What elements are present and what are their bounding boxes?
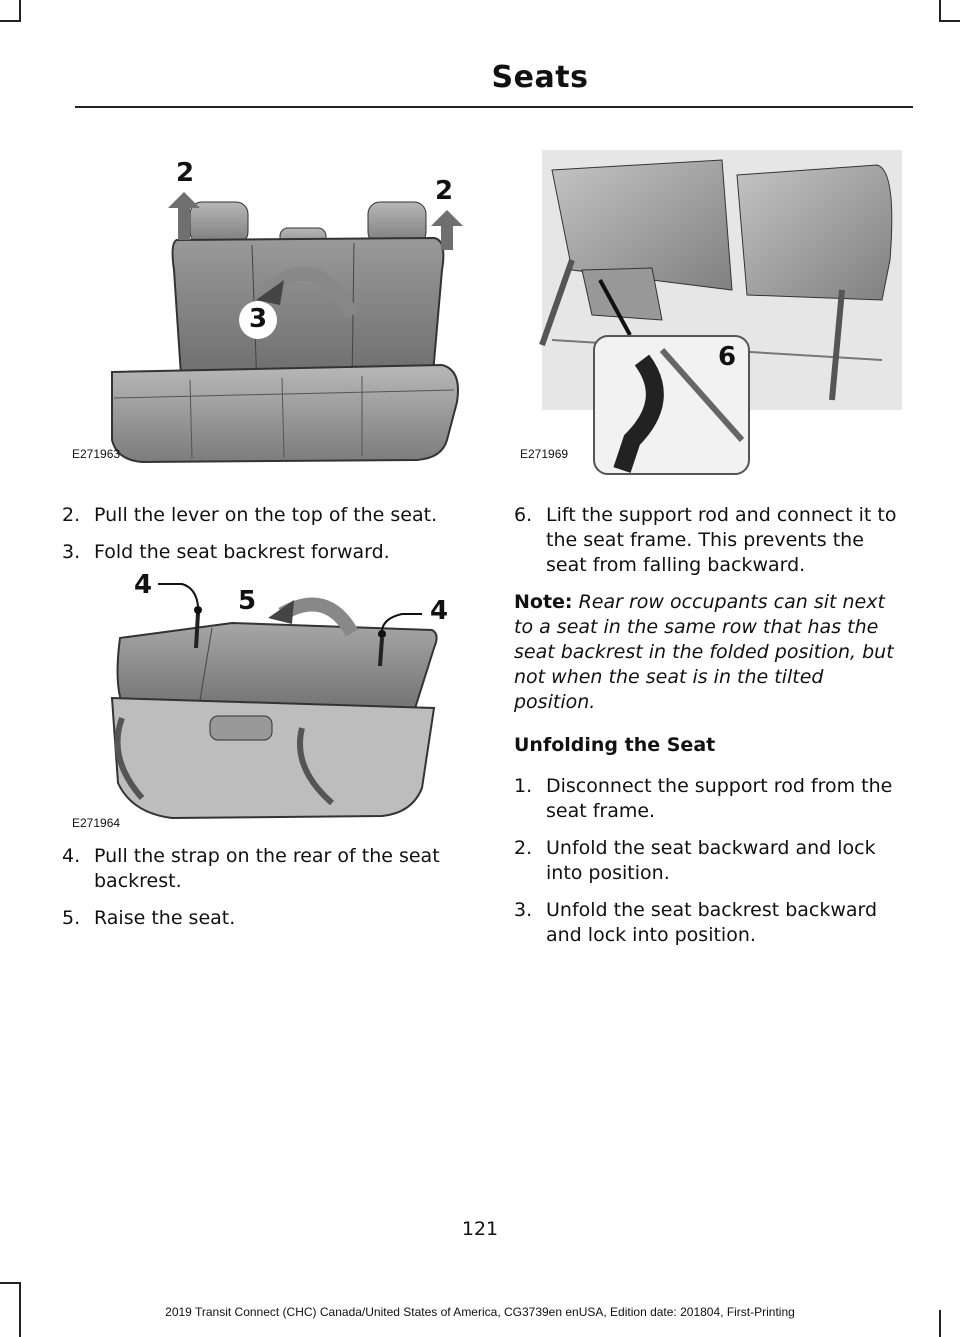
crop-mark [19, 1282, 21, 1337]
step-number: 2. [514, 837, 533, 859]
right-column: 6. Lift the support rod and connect it t… [514, 503, 910, 960]
step-text: Unfold the seat backward and lock into p… [546, 837, 876, 884]
note-paragraph: Note: Rear row occupants can sit next to… [514, 590, 910, 715]
callout-label: 2 [176, 158, 195, 188]
instruction-step: 4. Pull the strap on the rear of the sea… [62, 844, 462, 894]
callout-label: 3 [249, 304, 268, 334]
instruction-step: 2. Pull the lever on the top of the seat… [62, 503, 462, 528]
instruction-step: 2. Unfold the seat backward and lock int… [514, 836, 910, 886]
crop-mark [939, 20, 960, 22]
instruction-step: 3. Unfold the seat backrest backward and… [514, 898, 910, 948]
crop-mark [19, 0, 21, 22]
page-number: 121 [461, 1218, 499, 1240]
crop-mark [939, 0, 941, 22]
step-text: Pull the strap on the rear of the seat b… [94, 845, 440, 892]
step-number: 6. [514, 504, 533, 526]
callout-label: 6 [718, 342, 737, 372]
header-divider [75, 106, 913, 108]
folded-seat-illustration [110, 583, 438, 820]
step-text: Disconnect the support rod from the seat… [546, 775, 893, 822]
figure-code: E271963 [72, 447, 121, 461]
callout-label: 5 [238, 586, 257, 616]
step-text: Lift the support rod and connect it to t… [546, 504, 897, 576]
instruction-step: 1. Disconnect the support rod from the s… [514, 774, 910, 824]
footer-edition-info: 2019 Transit Connect (CHC) Canada/United… [165, 1305, 795, 1319]
crop-mark [939, 1310, 941, 1337]
step-number: 2. [62, 504, 81, 526]
figure-support-rod: 6 E271969 [512, 140, 912, 480]
figure-rear-seat-levers: 2 2 3 E271963 [62, 140, 470, 470]
figure-code: E271969 [520, 447, 569, 461]
crop-mark [0, 20, 21, 22]
instruction-step: 6. Lift the support rod and connect it t… [514, 503, 910, 578]
note-text: Rear row occupants can sit next to a sea… [514, 591, 894, 713]
step-number: 1. [514, 775, 533, 797]
instruction-step: 3. Fold the seat backrest forward. [62, 540, 462, 565]
step-number: 4. [62, 845, 81, 867]
support-rod-illustration [539, 150, 902, 475]
crop-mark [0, 1282, 21, 1284]
step-text: Raise the seat. [94, 907, 236, 929]
figure-seat-straps: 4 5 4 E271964 [62, 568, 470, 832]
seat-illustration [111, 192, 463, 464]
step-text: Pull the lever on the top of the seat. [94, 504, 438, 526]
section-heading: Unfolding the Seat [514, 734, 716, 756]
callout-label: 4 [430, 596, 449, 626]
step-text: Unfold the seat backrest backward and lo… [546, 899, 878, 946]
step-text: Fold the seat backrest forward. [94, 541, 390, 563]
step-number: 3. [514, 899, 533, 921]
left-column-steps-b: 4. Pull the strap on the rear of the sea… [62, 844, 462, 943]
instruction-step: 5. Raise the seat. [62, 906, 462, 931]
callout-label: 2 [435, 176, 454, 206]
figure-code: E271964 [72, 816, 121, 830]
page-title: Seats [491, 60, 589, 95]
step-number: 5. [62, 907, 81, 929]
callout-label: 4 [134, 570, 153, 600]
left-column-steps-a: 2. Pull the lever on the top of the seat… [62, 503, 462, 577]
note-label: Note: [514, 591, 573, 613]
step-number: 3. [62, 541, 81, 563]
